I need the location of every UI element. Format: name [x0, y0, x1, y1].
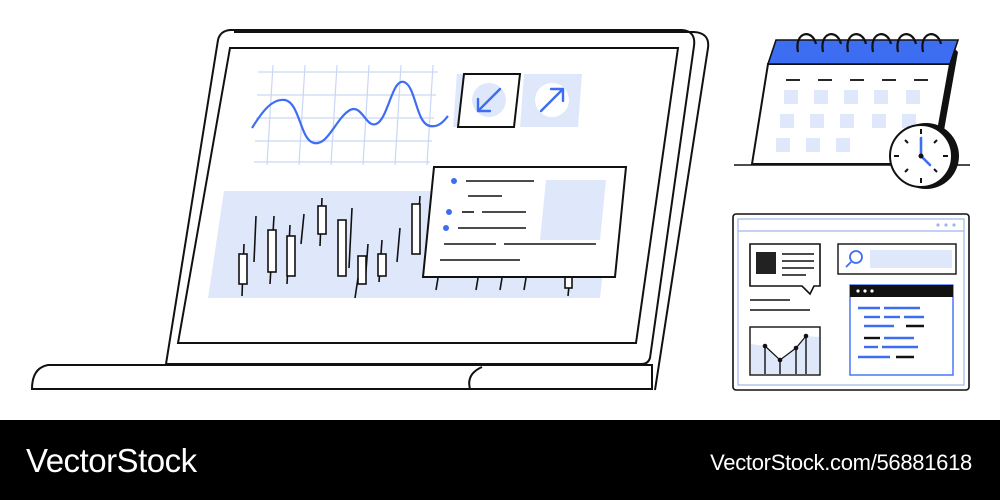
laptop-base: [30, 364, 653, 390]
mini-area-chart-icon: [749, 326, 821, 376]
arrow-down-left-icon: [453, 73, 522, 128]
arrow-up-right-icon: [520, 74, 582, 127]
laptop-lid: [164, 29, 696, 365]
candlestick-chart-icon: [238, 195, 573, 299]
vectorstock-brand: VectorStock: [26, 442, 197, 479]
info-card-icon: [421, 166, 628, 278]
search-icon: [837, 243, 957, 275]
laptop-screen: [176, 47, 680, 344]
laptop-lid-back-edge: [234, 31, 710, 391]
watermark-footer: [0, 420, 1000, 500]
laptop-icon: [30, 29, 710, 391]
stock-id-text: VectorStock.com/56881618: [710, 450, 972, 475]
laptop-hinge: [468, 366, 483, 390]
line-chart-icon: [251, 80, 449, 145]
clock-icon: [889, 123, 959, 189]
browser-window-icon: [732, 213, 970, 391]
article-bubble-icon: [749, 243, 821, 311]
line-chart-grid: [254, 64, 438, 166]
artwork: [30, 29, 970, 391]
code-window-icon: [849, 284, 954, 376]
